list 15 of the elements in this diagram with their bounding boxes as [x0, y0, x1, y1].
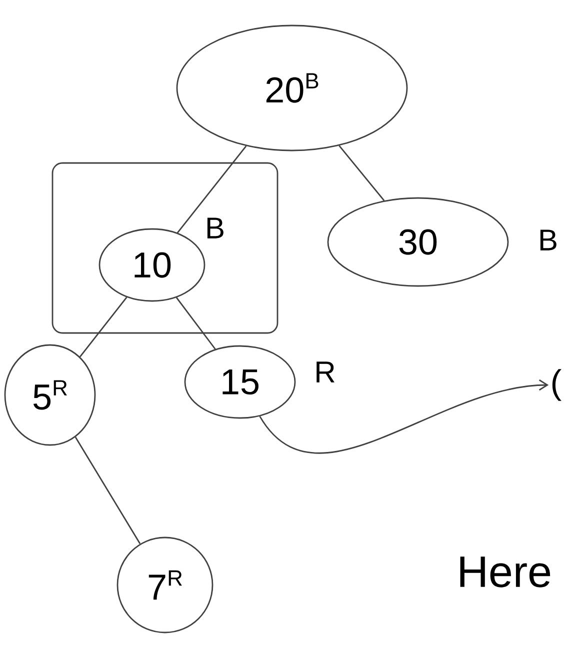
handwritten-note: Here: [460, 556, 550, 588]
color-label: B: [207, 218, 224, 238]
tree-node: 30: [327, 197, 509, 287]
tree-node: 10: [98, 228, 206, 302]
color-label: R: [316, 362, 334, 382]
highlight-box: [52, 162, 278, 334]
tree-edge: [74, 436, 141, 544]
tree-node: 15: [184, 345, 296, 419]
color-label: B: [540, 230, 556, 250]
arrow: [259, 379, 549, 454]
partial-text: (: [552, 369, 562, 401]
tree-edge: [338, 145, 385, 201]
tree-edge: [176, 146, 247, 234]
tree-edge: [176, 297, 216, 350]
tree-edge: [79, 296, 128, 358]
